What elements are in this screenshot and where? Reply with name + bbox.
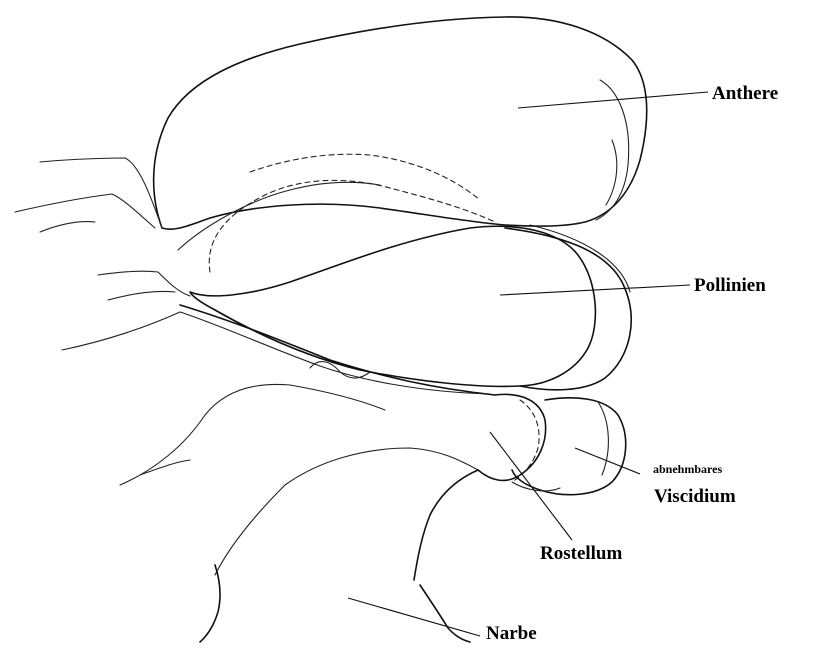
leader-pollinien <box>500 285 690 295</box>
pollinia-outline <box>190 226 595 386</box>
stigma-lower-left <box>200 565 220 642</box>
pollinia-dashed-cap <box>250 154 480 200</box>
rostellum-outline <box>478 394 546 480</box>
leader-rostellum <box>490 432 572 540</box>
label-pollinien: Pollinien <box>694 275 766 297</box>
viscidium-base <box>512 482 560 491</box>
leader-narbe <box>348 598 480 636</box>
stigma-outline-mid <box>215 448 478 575</box>
leader-anthere <box>518 92 708 108</box>
pollinia-outer-edge <box>505 228 631 390</box>
anther-rim-inner <box>606 140 617 205</box>
column-lower-contour <box>180 305 495 395</box>
filament-line-2 <box>15 194 155 228</box>
stigma-outline-right <box>414 470 478 580</box>
viscidium-inner <box>598 402 608 475</box>
label-anthere: Anthere <box>712 83 778 105</box>
stigma-outline-left <box>120 384 385 485</box>
stigma-lower-right <box>420 585 470 642</box>
filament-line-5 <box>108 291 175 300</box>
anther-lower-edge <box>178 182 380 250</box>
label-viscidium: Viscidium <box>654 486 736 508</box>
label-narbe: Narbe <box>486 623 537 645</box>
filament-line-3 <box>40 222 95 232</box>
anther-outline <box>154 17 647 229</box>
pollinia-dashed-upper <box>209 180 495 272</box>
stigma-curl <box>140 460 190 475</box>
rostellum-dashed <box>512 400 539 482</box>
label-rostellum: Rostellum <box>540 543 622 565</box>
label-abnehmbares: abnehmbares <box>653 462 722 477</box>
filament-line-6 <box>62 312 490 394</box>
